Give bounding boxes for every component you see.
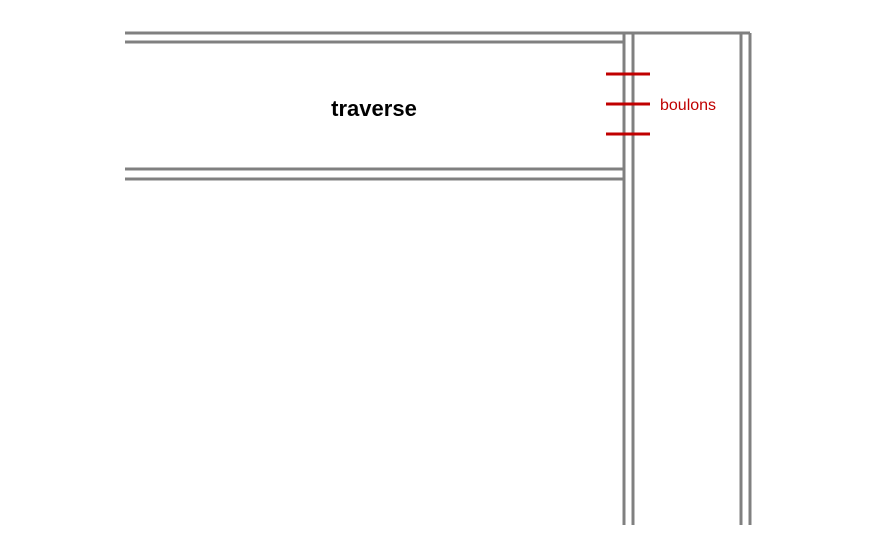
bolts-group (606, 72, 650, 136)
column-left-flange (622, 33, 635, 525)
column-right-flange (739, 33, 752, 525)
beam-bottom-flange (125, 167, 623, 181)
beam-label: traverse (331, 96, 417, 121)
beam-top-flange (125, 31, 750, 44)
bolts-label: boulons (660, 97, 716, 114)
